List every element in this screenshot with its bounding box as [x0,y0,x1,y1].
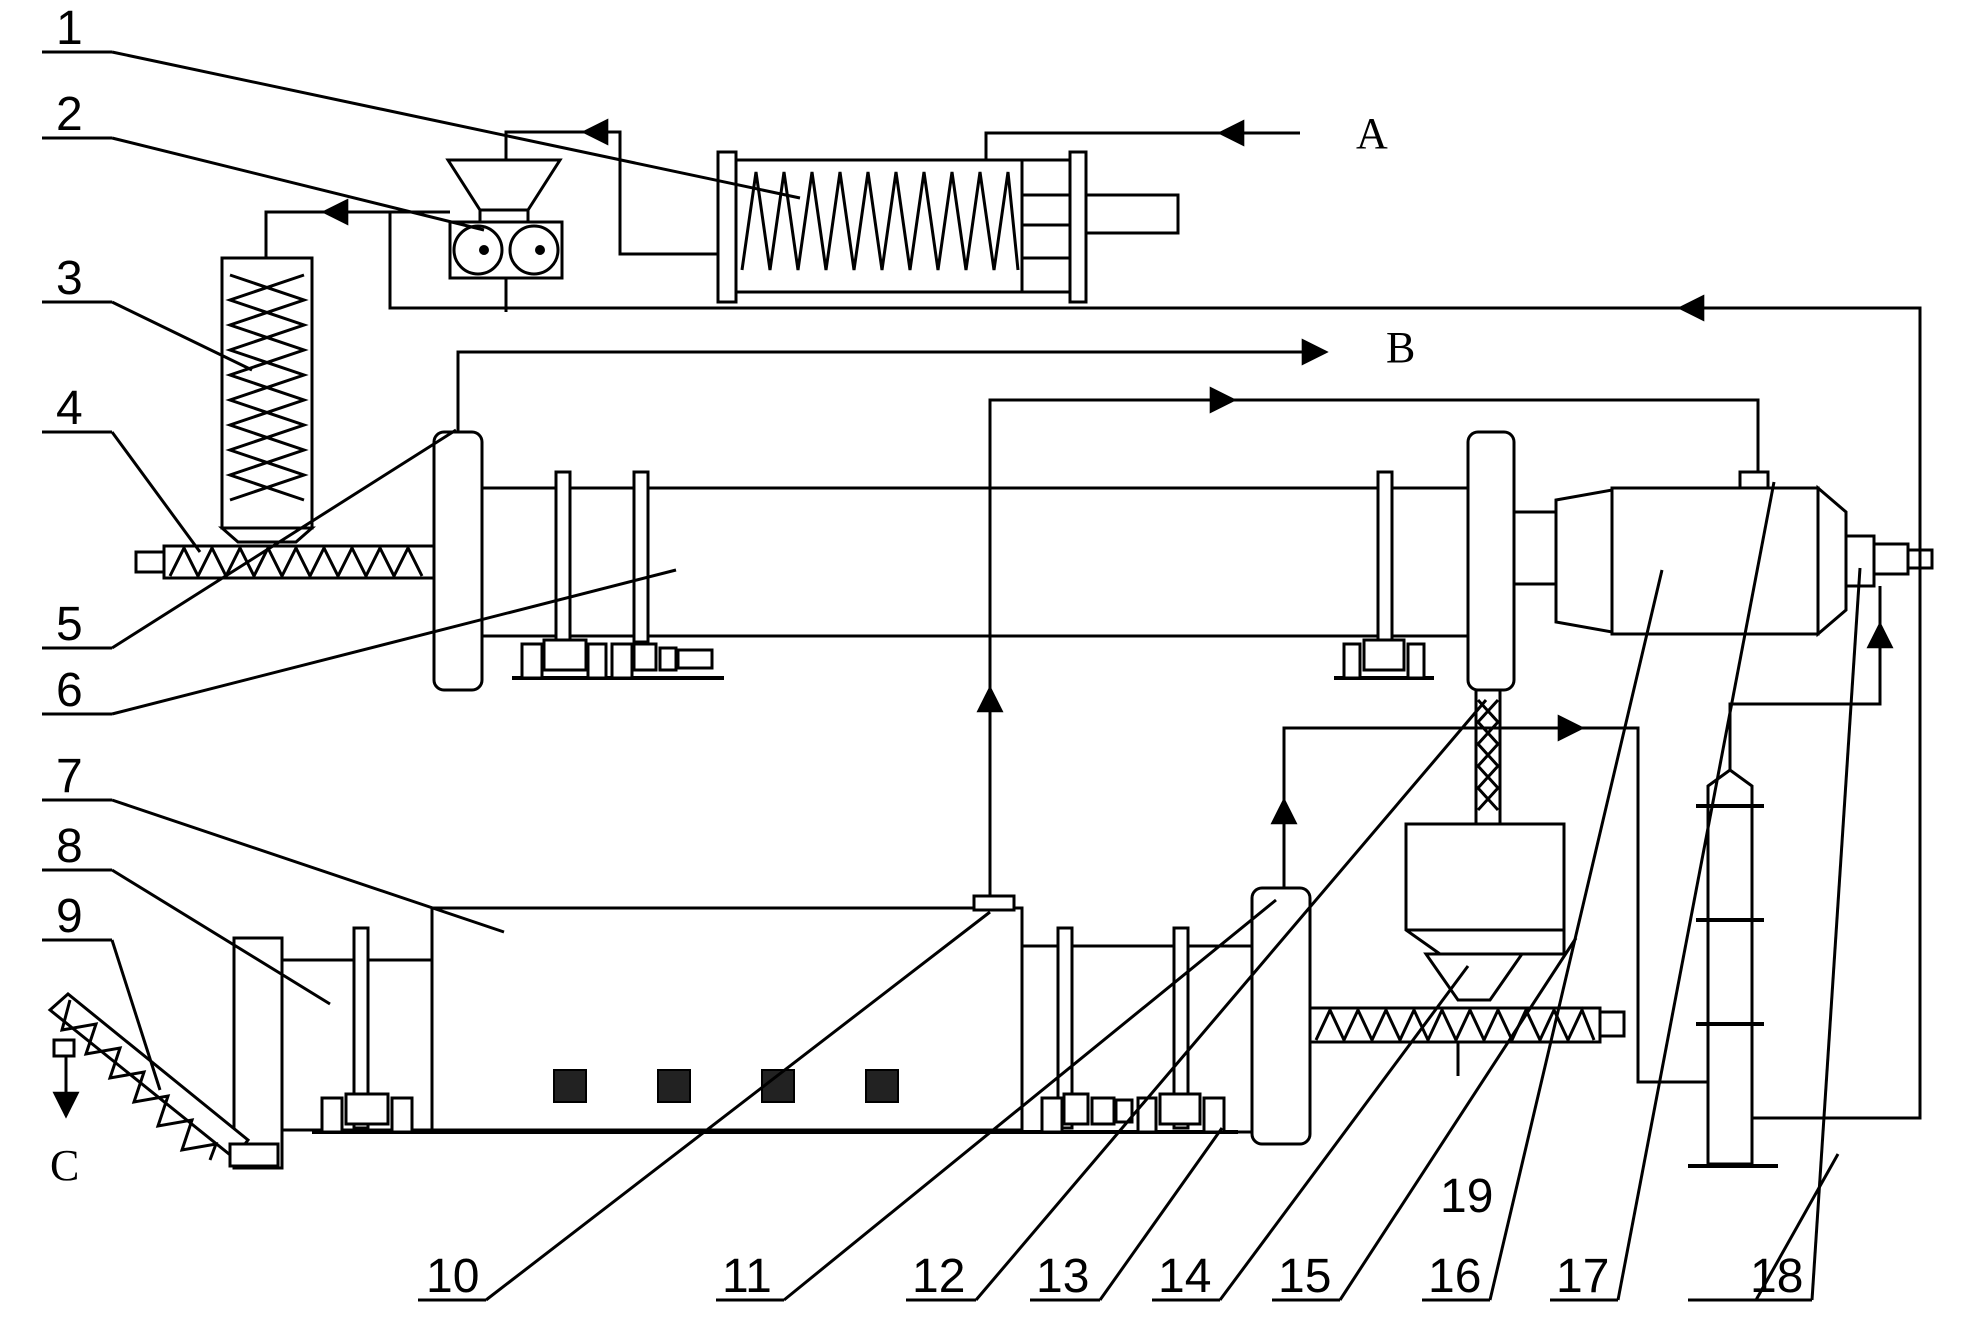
label-18: 18 [1750,1250,1803,1303]
label-13: 13 [1036,1250,1089,1303]
label-19: 19 [1440,1170,1493,1223]
label-15: 15 [1278,1250,1331,1303]
label-17: 17 [1556,1250,1609,1303]
label-2: 2 [56,88,83,141]
rotary-kiln [432,430,1516,692]
label-4: 4 [56,382,83,435]
label-10: 10 [426,1250,479,1303]
feed-screw-conveyor [134,544,436,580]
part-labels: 1 2 3 4 5 6 7 8 9 10 11 12 13 14 15 16 1… [50,2,1803,1303]
lower-rotary-dryer [232,886,1312,1170]
label-12: 12 [912,1250,965,1303]
label-11: 11 [722,1250,772,1303]
process-lines [52,118,1922,1120]
separator-column [1688,768,1778,1168]
stream-label-c: C [50,1141,79,1190]
stream-label-a: A [1356,109,1388,158]
stream-label-b: B [1386,323,1415,372]
lower-screw-conveyor [1308,1006,1626,1076]
label-5: 5 [56,598,83,651]
feed-column [218,256,316,544]
label-7: 7 [56,750,83,803]
label-16: 16 [1428,1250,1481,1303]
discharge-screw [47,992,280,1168]
label-8: 8 [56,820,83,873]
roller-crusher [445,158,564,312]
leader-lines [42,50,1862,1302]
label-3: 3 [56,252,83,305]
label-14: 14 [1158,1250,1211,1303]
intermediate-hopper [1404,688,1566,1002]
label-1: 1 [56,2,83,55]
burner-head [1512,470,1934,638]
label-6: 6 [56,664,83,717]
screw-press [716,150,1180,304]
label-9: 9 [56,890,83,943]
